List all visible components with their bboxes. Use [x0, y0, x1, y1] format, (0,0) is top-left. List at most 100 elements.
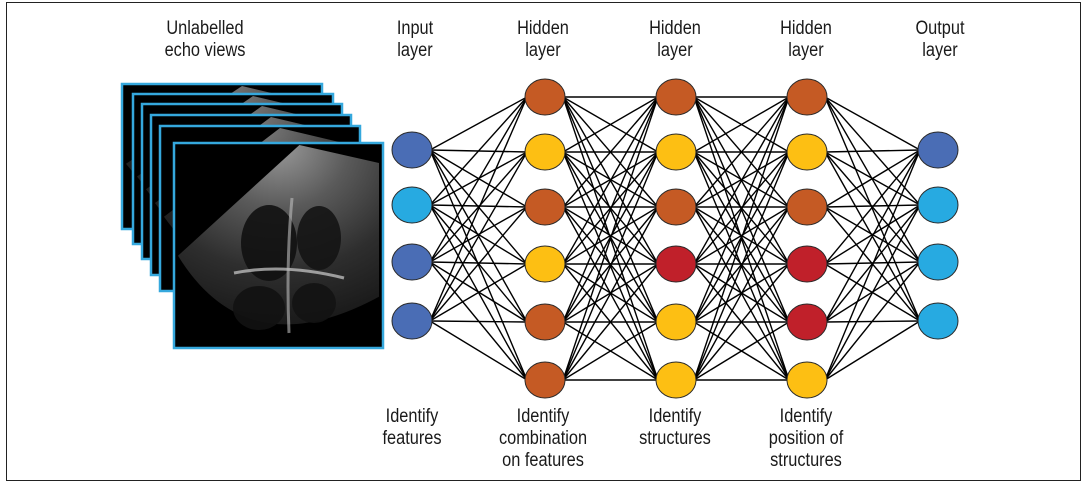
- connection-edge: [429, 320, 528, 381]
- neuron-node: [524, 303, 566, 341]
- heart-chamber: [241, 205, 297, 281]
- layer-title-line: layer: [397, 40, 433, 61]
- connection-edge: [824, 320, 921, 381]
- connection-edge: [824, 96, 921, 151]
- neuron-node: [917, 186, 959, 224]
- network-connections: [429, 96, 921, 381]
- echo-title-line-2: echo views: [164, 40, 246, 61]
- echo-views-title: Unlabelled echo views: [141, 18, 270, 62]
- network-nodes: [391, 78, 959, 399]
- connection-edge: [562, 263, 659, 381]
- neuron-node: [786, 303, 828, 341]
- connection-edge: [824, 204, 921, 381]
- hidden-layer-1-title: Hidden layer: [500, 18, 586, 62]
- caption-line: Identify: [385, 406, 439, 427]
- connection-edge: [562, 96, 659, 265]
- connection-edge: [693, 151, 790, 381]
- neuron-node: [917, 302, 959, 340]
- connection-edge: [562, 321, 659, 381]
- neuron-node: [655, 303, 697, 341]
- caption-line: structures: [639, 428, 711, 449]
- connection-edge: [824, 96, 921, 322]
- echo-frame: [172, 141, 385, 350]
- connection-edge: [562, 96, 659, 381]
- connection-edge: [693, 206, 790, 265]
- neuron-node: [391, 186, 433, 224]
- connection-edge: [824, 261, 921, 381]
- connection-edge: [824, 149, 921, 381]
- connection-edge: [562, 206, 659, 381]
- connection-edge: [693, 321, 790, 381]
- neuron-node: [524, 78, 566, 116]
- echo-image-stack: [120, 82, 385, 350]
- neuron-node: [524, 245, 566, 283]
- connection-edge: [429, 151, 528, 322]
- heart-chamber: [297, 206, 341, 270]
- layer-title-line: layer: [525, 40, 561, 61]
- connection-edge: [693, 263, 790, 381]
- connection-edge: [429, 206, 528, 322]
- connection-edge: [429, 96, 528, 151]
- input-layer-title: Input layer: [372, 18, 458, 62]
- heart-wall: [233, 267, 345, 280]
- caption-line: position of: [768, 428, 844, 449]
- caption-identify-position: Identify position of structures: [754, 406, 857, 472]
- neuron-node: [917, 243, 959, 281]
- caption-line: Identify: [779, 406, 833, 427]
- hidden-layer-2-title: Hidden layer: [632, 18, 718, 62]
- connection-edge: [562, 206, 659, 265]
- connection-edge: [562, 96, 659, 323]
- neuron-node: [655, 188, 697, 226]
- connection-edge: [429, 320, 528, 323]
- layer-title-line: Output: [915, 18, 965, 39]
- layer-title-line: layer: [788, 40, 824, 61]
- connection-edge: [429, 263, 528, 322]
- caption-identify-combination: Identify combination on features: [491, 406, 594, 472]
- connection-edge: [693, 96, 790, 153]
- neuron-node: [391, 302, 433, 340]
- connection-edge: [824, 204, 921, 265]
- caption-line: on features: [502, 450, 584, 471]
- caption-line: structures: [770, 450, 842, 471]
- layer-title-line: Hidden: [649, 18, 701, 39]
- neuron-node: [655, 361, 697, 399]
- connection-edge: [693, 96, 790, 323]
- neuron-node: [391, 131, 433, 169]
- connection-edge: [824, 149, 921, 323]
- neuron-node: [786, 361, 828, 399]
- layer-title-line: layer: [657, 40, 693, 61]
- neuron-node: [524, 188, 566, 226]
- neuron-node: [655, 133, 697, 171]
- connection-edge: [693, 96, 790, 265]
- neuron-node: [524, 133, 566, 171]
- layer-title-line: Hidden: [517, 18, 569, 39]
- connection-edge: [693, 96, 790, 381]
- neuron-node: [655, 78, 697, 116]
- neuron-node: [917, 131, 959, 169]
- neuron-node: [524, 361, 566, 399]
- neuron-node: [786, 78, 828, 116]
- connection-edge: [824, 149, 921, 265]
- heart-chamber: [233, 286, 285, 330]
- connection-edge: [429, 206, 528, 263]
- figure-border: [6, 2, 1081, 481]
- layer-title-line: Input: [396, 18, 434, 39]
- neuron-node: [786, 188, 828, 226]
- output-layer-title: Output layer: [893, 18, 988, 62]
- layer-title-line: layer: [922, 40, 958, 61]
- caption-identify-structures: Identify structures: [623, 406, 726, 450]
- neuron-node: [655, 245, 697, 283]
- connection-edge: [429, 151, 528, 263]
- echo-title-line-1: Unlabelled: [166, 18, 244, 39]
- connection-edge: [429, 96, 528, 263]
- neuron-node: [786, 245, 828, 283]
- connection-edge: [429, 96, 528, 206]
- heart-chamber: [292, 283, 336, 323]
- caption-line: Identify: [648, 406, 702, 427]
- heart-wall: [286, 197, 294, 334]
- connection-edge: [824, 149, 921, 153]
- layer-title-line: Hidden: [780, 18, 832, 39]
- caption-line: combination: [498, 428, 588, 449]
